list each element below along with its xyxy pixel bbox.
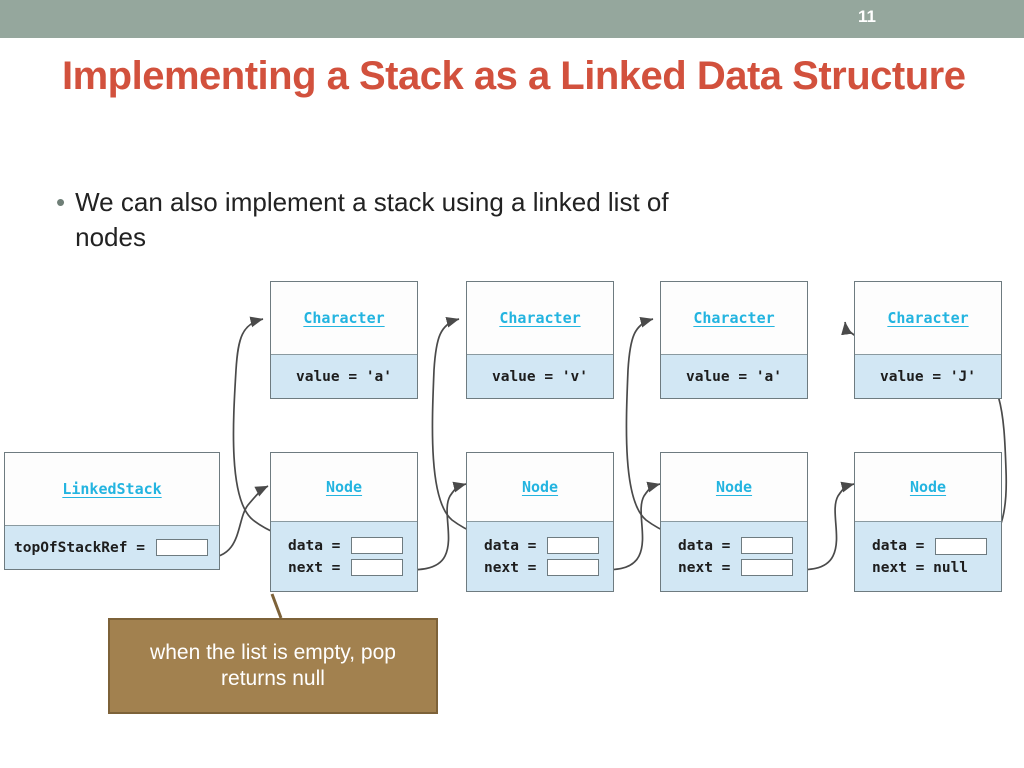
- node-header-3: Node: [661, 453, 807, 522]
- node-next-field-2: next =: [484, 559, 613, 576]
- node-data-label-3: data =: [678, 537, 740, 554]
- node-data-pointer-slot-2: [547, 537, 600, 554]
- character-value-field-3: value = 'a': [685, 368, 783, 385]
- arrow-topofstackref-to-node1: [205, 485, 269, 559]
- node-class-label-3: Node: [715, 478, 753, 496]
- node-object-box-2: Node data = next =: [466, 452, 614, 592]
- arrow-node3-data-to-character3: [625, 316, 783, 549]
- character-fields-2: value = 'v': [467, 355, 613, 398]
- node-class-label-4: Node: [909, 478, 947, 496]
- node-next-field-3: next =: [678, 559, 807, 576]
- bullet-marker-icon: •: [56, 187, 66, 217]
- node-header-1: Node: [271, 453, 417, 522]
- character-header-2: Character: [467, 282, 613, 355]
- node-next-pointer-slot-3: [741, 559, 794, 576]
- character-value-field-1: value = 'a': [295, 368, 393, 385]
- slide-top-banner: [0, 0, 1024, 38]
- character-value-field-4: value = 'J': [879, 368, 977, 385]
- arrow-node4-data-to-character4: [841, 321, 1008, 549]
- character-object-box-3: Character value = 'a': [660, 281, 808, 399]
- node-next-pointer-slot-2: [547, 559, 600, 576]
- linkedstack-header: LinkedStack: [5, 453, 219, 526]
- callout-leader-line: [270, 593, 283, 619]
- node-fields-1: data = next =: [271, 522, 417, 591]
- page-title: Implementing a Stack as a Linked Data St…: [62, 54, 966, 98]
- character-header-1: Character: [271, 282, 417, 355]
- arrow-node1-next-to-node2: [389, 481, 467, 571]
- linkedstack-object-box: LinkedStack topOfStackRef =: [4, 452, 220, 570]
- node-next-label-2: next =: [484, 559, 546, 576]
- node-data-pointer-slot-4: [935, 537, 988, 555]
- character-fields-3: value = 'a': [661, 355, 807, 398]
- node-object-box-1: Node data = next =: [270, 452, 418, 592]
- character-object-box-4: Character value = 'J': [854, 281, 1002, 399]
- linkedstack-fields: topOfStackRef =: [5, 526, 219, 569]
- node-object-box-3: Node data = next =: [660, 452, 808, 592]
- linkedstack-class-label: LinkedStack: [62, 480, 162, 498]
- node-next-field-4: next = null: [872, 560, 1001, 576]
- topofstackref-field: topOfStackRef =: [14, 539, 219, 556]
- node-header-4: Node: [855, 453, 1001, 522]
- node-next-label-1: next =: [288, 559, 350, 576]
- callout-note: when the list is empty, pop returns null: [108, 618, 438, 714]
- arrow-node2-data-to-character2: [431, 316, 589, 549]
- node-data-pointer-slot-1: [351, 537, 404, 554]
- node-data-label-1: data =: [288, 537, 350, 554]
- node-fields-3: data = next =: [661, 522, 807, 591]
- arrow-node1-data-to-character1: [232, 316, 393, 549]
- character-object-box-2: Character value = 'v': [466, 281, 614, 399]
- node-data-field-1: data =: [288, 537, 417, 554]
- node-fields-4: data = next = null: [855, 522, 1001, 591]
- character-header-3: Character: [661, 282, 807, 355]
- character-class-label-1: Character: [303, 309, 385, 327]
- topofstackref-label: topOfStackRef =: [14, 539, 154, 556]
- topofstackref-pointer-slot: [155, 539, 208, 556]
- node-class-label-1: Node: [325, 478, 363, 496]
- node-next-label-4: next = null: [872, 559, 969, 576]
- node-data-field-3: data =: [678, 537, 807, 554]
- slide-number: 11: [858, 7, 876, 26]
- character-header-4: Character: [855, 282, 1001, 355]
- node-data-pointer-slot-3: [741, 537, 794, 554]
- arrow-node3-next-to-node4: [779, 481, 855, 571]
- node-next-pointer-slot-1: [351, 559, 404, 576]
- node-next-label-3: next =: [678, 559, 740, 576]
- character-class-label-4: Character: [887, 309, 969, 327]
- node-data-label-2: data =: [484, 537, 546, 554]
- character-class-label-3: Character: [693, 309, 775, 327]
- node-next-field-1: next =: [288, 559, 417, 576]
- bullet-list: • We can also implement a stack using a …: [56, 185, 916, 254]
- node-class-label-2: Node: [521, 478, 559, 496]
- node-object-box-4: Node data = next = null: [854, 452, 1002, 592]
- character-object-box-1: Character value = 'a': [270, 281, 418, 399]
- node-header-2: Node: [467, 453, 613, 522]
- arrow-node2-next-to-node3: [585, 481, 661, 571]
- character-fields-1: value = 'a': [271, 355, 417, 398]
- character-fields-4: value = 'J': [855, 355, 1001, 398]
- character-class-label-2: Character: [499, 309, 581, 327]
- callout-note-text: when the list is empty, pop returns null: [150, 641, 396, 690]
- node-data-field-4: data =: [872, 537, 1001, 555]
- node-data-field-2: data =: [484, 537, 613, 554]
- node-data-label-4: data =: [872, 538, 934, 554]
- node-fields-2: data = next =: [467, 522, 613, 591]
- character-value-field-2: value = 'v': [491, 368, 589, 385]
- bullet-item-text: We can also implement a stack using a li…: [75, 187, 669, 252]
